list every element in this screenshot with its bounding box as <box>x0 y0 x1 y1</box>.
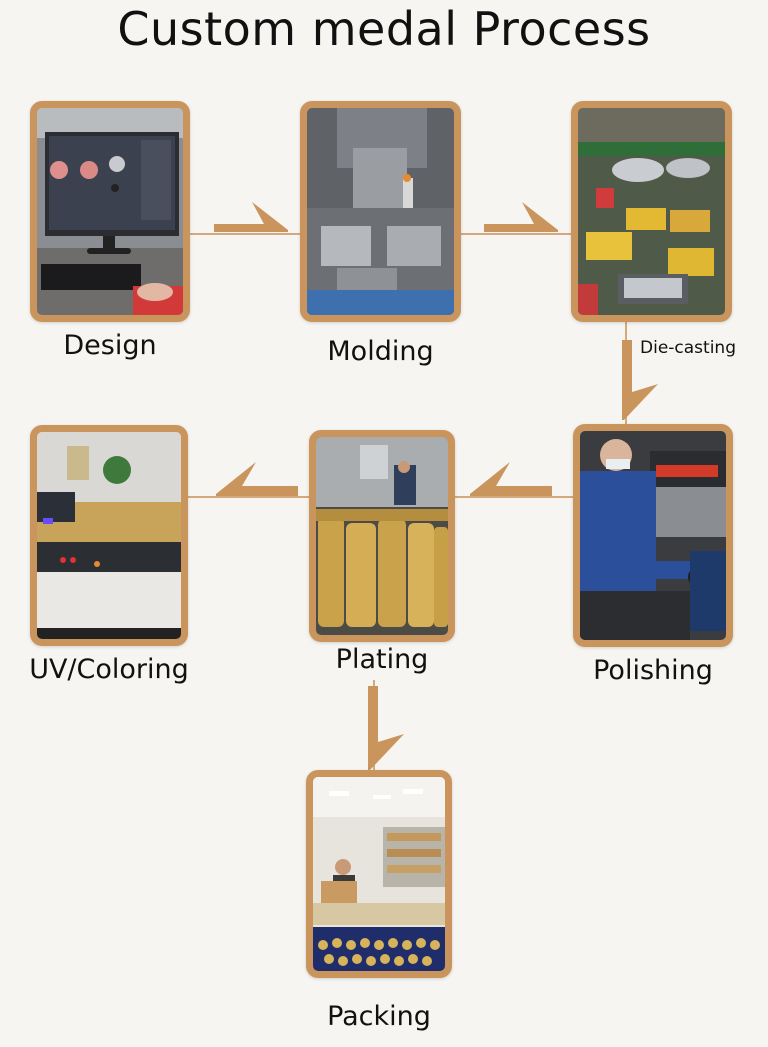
arrow-right-design-molding-icon <box>214 200 288 234</box>
connector-plating-uv <box>188 496 314 498</box>
plating-label: Plating <box>335 644 429 675</box>
packing-workshop-icon <box>313 777 445 971</box>
arrow-down-diecasting-polishing-icon <box>620 340 662 420</box>
molding-label: Molding <box>327 336 434 367</box>
packing-photo <box>306 770 452 978</box>
polishing-worker-icon <box>580 431 726 640</box>
die-casting-photo <box>571 101 732 322</box>
arrow-down-plating-packing-icon <box>366 686 408 770</box>
polishing-photo <box>573 424 733 647</box>
page-title: Custom medal Process <box>117 2 651 56</box>
die-casting-parts-icon <box>578 108 725 315</box>
design-label: Design <box>63 330 157 361</box>
mold-press-icon <box>307 108 454 315</box>
uv-printer-icon <box>37 432 181 639</box>
connector-molding-diecasting <box>460 233 574 235</box>
uv-coloring-label: UV/Coloring <box>29 654 189 685</box>
computer-monitor-icon <box>37 108 183 315</box>
arrow-right-molding-diecasting-icon <box>484 200 558 234</box>
molding-photo <box>300 101 461 322</box>
arrow-left-plating-uv-icon <box>216 460 298 498</box>
uv-coloring-photo <box>30 425 188 646</box>
connector-polishing-plating <box>455 496 575 498</box>
design-photo <box>30 101 190 322</box>
connector-design-molding <box>188 233 302 235</box>
packing-label: Packing <box>327 1001 431 1032</box>
arrow-left-polishing-plating-icon <box>470 460 552 498</box>
polishing-label: Polishing <box>593 655 713 686</box>
plating-racks-icon <box>316 437 448 635</box>
plating-photo <box>309 430 455 642</box>
die-casting-label: Die-casting <box>640 338 736 358</box>
